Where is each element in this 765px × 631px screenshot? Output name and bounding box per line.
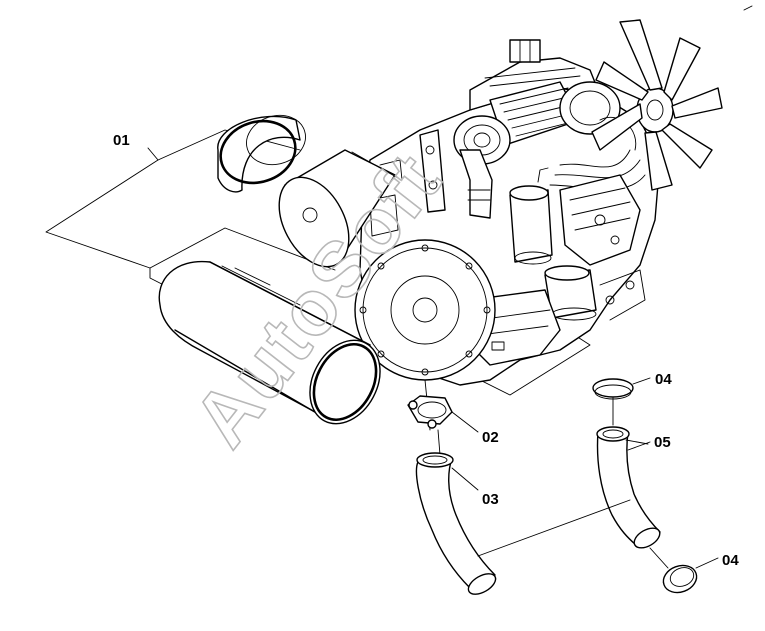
corner-mark [743, 5, 753, 11]
callout-01: 01 [113, 132, 130, 149]
part-02-exhaust-clamp [407, 379, 479, 433]
callout-03: 03 [482, 491, 499, 508]
callout-04-upper: 04 [655, 371, 672, 388]
part-04-clamp-ring-upper [592, 377, 651, 426]
upper-muffler [278, 149, 399, 268]
silencer-cylinder [158, 260, 381, 425]
exhaust-ring [217, 114, 306, 193]
cooling-fan [591, 19, 723, 191]
engine-assembly [149, 19, 723, 396]
part-05-tailpipe [596, 426, 661, 549]
part-03-tailpipe [415, 429, 497, 595]
callout-04-lower: 04 [722, 552, 739, 569]
callout-02: 02 [482, 429, 499, 446]
callout-05: 05 [654, 434, 671, 451]
part-04-clamp-ring-lower [649, 547, 719, 594]
part-01-exhaust-muffler-group [45, 114, 399, 425]
